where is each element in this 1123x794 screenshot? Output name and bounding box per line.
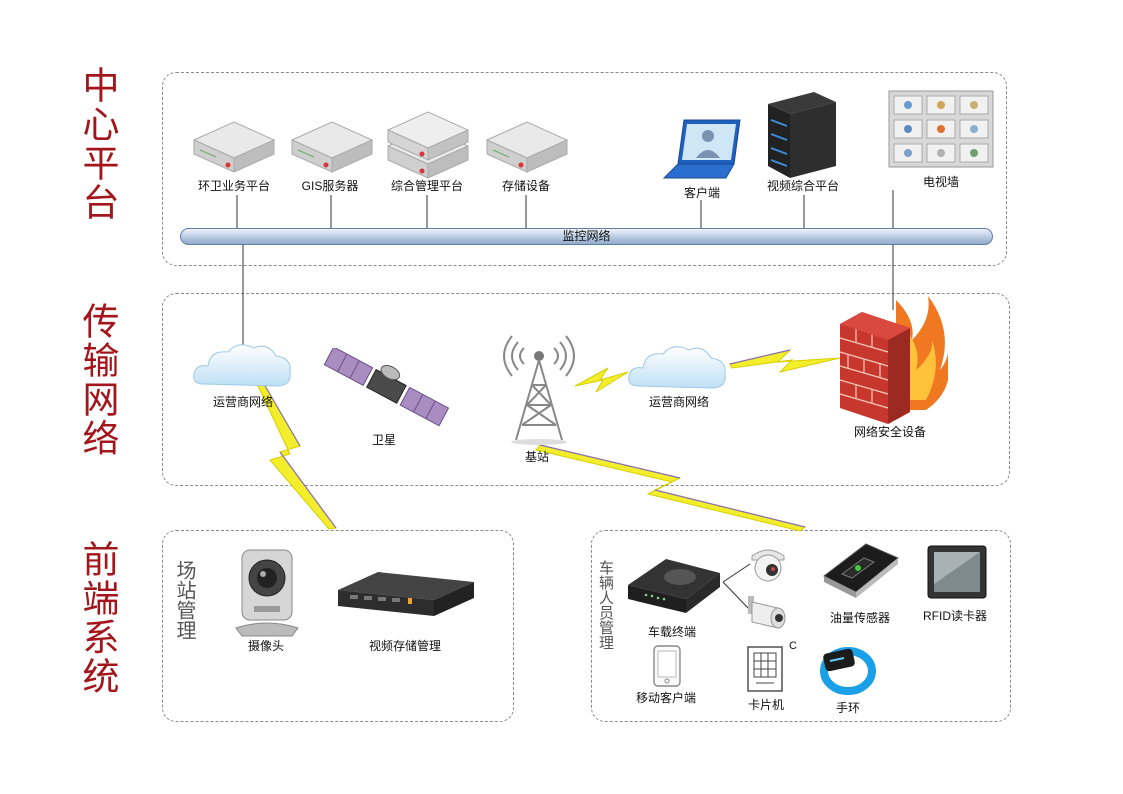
transport-network-panel <box>162 293 1010 486</box>
oil-sensor-icon <box>823 543 899 598</box>
oil-sensor-label: 油量传感器 <box>829 611 891 625</box>
tv-wall-label: 电视墙 <box>922 175 960 189</box>
video-storage-label: 视频存储管理 <box>368 639 442 653</box>
station-management-panel <box>162 530 514 722</box>
management-platform-label: 综合管理平台 <box>390 179 464 193</box>
card-machine-icon <box>747 646 783 692</box>
storage-device-icon <box>485 121 569 173</box>
dome-camera-icon <box>751 549 785 582</box>
layer-title-center: 中心平台 <box>76 66 119 222</box>
carrier-cloud-left-icon <box>193 344 291 387</box>
vehicle-terminal-label: 车载终端 <box>647 625 697 639</box>
management-server-icon <box>386 111 470 179</box>
sanitation-server-icon <box>192 121 276 173</box>
video-platform-label: 视频综合平台 <box>766 179 840 193</box>
base-station-label: 基站 <box>524 450 550 464</box>
bullet-camera-icon <box>748 596 786 629</box>
monitoring-network-bus: 监控网络 <box>180 228 993 245</box>
satellite-label: 卫星 <box>371 433 397 447</box>
center-platform-panel <box>162 72 1007 266</box>
rfid-reader-label: RFID读卡器 <box>923 609 987 623</box>
sanitation-platform-label: 环卫业务平台 <box>197 179 271 193</box>
wristband-icon <box>820 647 876 695</box>
gis-server-icon <box>290 121 374 173</box>
tv-wall-icon <box>888 90 994 168</box>
client-label: 客户端 <box>683 186 721 200</box>
bus-label: 监控网络 <box>562 229 611 243</box>
rfid-reader-icon <box>927 545 987 599</box>
carrier-cloud-right-icon <box>628 346 726 389</box>
carrier-network-left-label: 运营商网络 <box>212 395 274 409</box>
video-platform-tower-icon <box>768 92 836 178</box>
vehicle-management-group-label: 车辆人员管理 <box>597 560 615 650</box>
laptop-client-icon <box>662 119 741 179</box>
firewall-icon <box>839 296 948 424</box>
firewall-label: 网络安全设备 <box>853 425 927 439</box>
storage-device-label: 存储设备 <box>501 179 551 193</box>
layer-title-transport: 传输网络 <box>76 302 119 458</box>
gis-server-label: GIS服务器 <box>301 179 359 193</box>
card-machine-label: 卡片机 <box>747 698 785 712</box>
carrier-network-right-label: 运营商网络 <box>648 395 710 409</box>
video-storage-device-icon <box>338 572 474 616</box>
card-mark-label: C <box>789 640 797 652</box>
satellite-icon <box>323 348 450 427</box>
station-management-group-label: 场站管理 <box>173 560 197 640</box>
mobile-client-label: 移动客户端 <box>635 691 697 705</box>
camera-icon <box>235 549 299 637</box>
vehicle-terminal-icon <box>628 559 720 613</box>
mobile-phone-icon <box>653 645 681 687</box>
camera-label: 摄像头 <box>247 639 285 653</box>
layer-title-frontend: 前端系统 <box>76 540 119 696</box>
base-station-tower-icon <box>503 335 575 445</box>
wristband-label: 手环 <box>835 701 861 715</box>
